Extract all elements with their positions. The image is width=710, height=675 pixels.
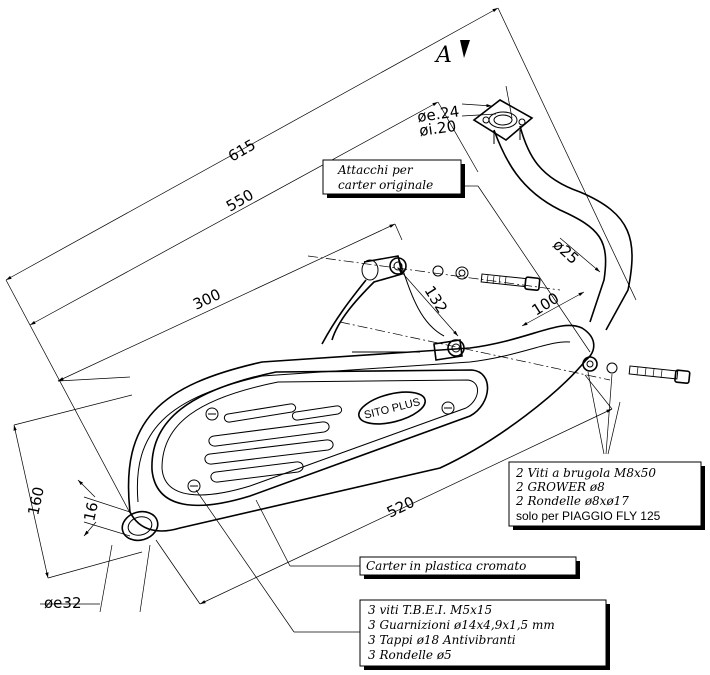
callout-parts: 3 viti T.B.E.I. M5x15 3 Guarnizioni ø14x…: [359, 599, 610, 670]
dimension-lines: [5, 7, 637, 613]
bolt-lower: [582, 356, 691, 384]
callout-cover-text: Carter in plastica cromato: [366, 559, 526, 573]
dimension-132: 132: [421, 283, 451, 317]
silencer-body: [127, 324, 595, 532]
callout-leaders: [195, 185, 621, 633]
callout-screws: 2 Viti a brugola M8x50 2 GROWER ø8 2 Ron…: [508, 461, 705, 530]
callout-screws-line-4: solo per PIAGGIO FLY 125: [516, 509, 661, 523]
callout-mounting-line-1: Attacchi per: [337, 163, 414, 177]
callout-cover: Carter in plastica cromato: [359, 556, 580, 579]
mounting-bracket: [321, 255, 465, 361]
center-lines: [307, 255, 611, 381]
dimension-300: 300: [190, 285, 224, 313]
callout-mounting: Attacchi per carter originale: [322, 159, 465, 198]
callout-screws-line-2: 2 GROWER ø8: [515, 480, 605, 494]
dimension-outlet-diameter: øe32: [44, 594, 82, 612]
dimension-520: 520: [384, 493, 418, 522]
dimension-615: 615: [225, 136, 259, 166]
dimension-inlet-outer: øe.24: [416, 102, 460, 126]
exhaust-pipe: [472, 99, 633, 331]
callout-parts-line-3: 3 Tappi ø18 Antivibranti: [368, 633, 516, 647]
view-marker-label: A: [434, 43, 452, 68]
chrome-cover: SITO PLUS: [151, 369, 489, 507]
dimension-16: 16: [80, 500, 102, 522]
bolt-upper: [432, 265, 541, 291]
callout-screws-line-1: 2 Viti a brugola M8x50: [515, 466, 656, 480]
dimension-550: 550: [223, 186, 257, 216]
callout-screws-line-3: 2 Rondelle ø8xø17: [515, 494, 629, 508]
callout-parts-line-2: 3 Guarnizioni ø14x4,9x1,5 mm: [368, 618, 555, 632]
view-marker: A: [434, 40, 470, 68]
callout-parts-line-1: 3 viti T.B.E.I. M5x15: [368, 603, 492, 617]
dimension-160: 160: [24, 485, 48, 517]
dimension-pipe-diameter: ø25: [549, 236, 582, 268]
callout-parts-line-4: 3 Rondelle ø5: [368, 648, 452, 662]
callout-mounting-line-2: carter originale: [338, 178, 433, 192]
dimension-inlet-inner: øi.20: [418, 117, 457, 140]
outlet-tip: [121, 510, 159, 542]
